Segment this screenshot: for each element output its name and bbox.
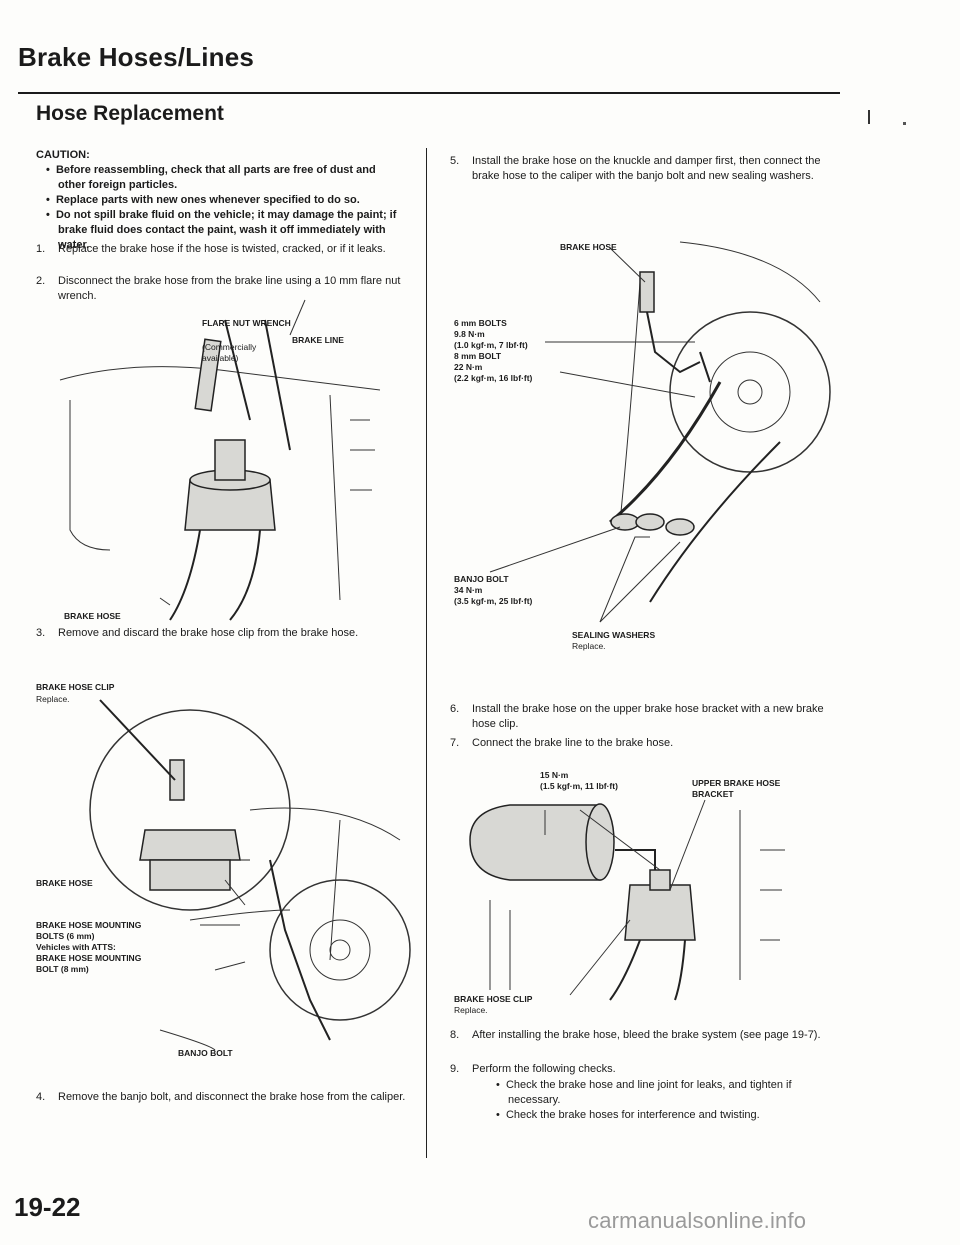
label-torque-15: 15 N·m (1.5 kgf·m, 11 lbf·ft): [540, 770, 618, 791]
step-text: Install the brake hose on the upper brak…: [472, 703, 824, 730]
caution-item: • Before reassembling, check that all pa…: [46, 164, 376, 191]
label-brake-hose-clip-2: BRAKE HOSE CLIP Replace.: [454, 994, 533, 1015]
step-number: 3.: [36, 627, 46, 639]
step-number: 8.: [450, 1029, 460, 1041]
watermark: carmanualsonline.info: [588, 1208, 807, 1233]
step-2: 2. Disconnect the brake hose from the br…: [36, 274, 406, 304]
label-commercially-available: (Commercially available): [202, 342, 257, 363]
checks-list: • Check the brake hose and line joint fo…: [486, 1078, 828, 1123]
label-6mm-bolts: 6 mm BOLTS 9.8 N·m (1.0 kgf·m, 7 lbf·ft)…: [454, 318, 533, 383]
step-number: 4.: [36, 1091, 46, 1103]
label-sealing-washers: SEALING WASHERS Replace.: [572, 630, 656, 651]
step-number: 2.: [36, 275, 46, 287]
check-item: • Check the brake hoses for interference…: [496, 1109, 760, 1121]
step-8: 8. After installing the brake hose, blee…: [450, 1028, 830, 1043]
label-brake-line: BRAKE LINE: [292, 335, 344, 345]
step-text: After installing the brake hose, bleed t…: [472, 1029, 821, 1041]
title-rule: [18, 92, 840, 94]
page-number: 19-22: [14, 1192, 81, 1222]
step-number: 9.: [450, 1063, 460, 1075]
step-4: 4. Remove the banjo bolt, and disconnect…: [36, 1090, 406, 1105]
step-text: Connect the brake line to the brake hose…: [472, 737, 674, 749]
section-title: Hose Replacement: [36, 102, 224, 125]
step-number: 1.: [36, 243, 46, 255]
step-9: 9. Perform the following checks.: [450, 1062, 830, 1077]
step-text: Replace the brake hose if the hose is tw…: [58, 243, 386, 255]
figure-upper-bracket: [469, 799, 785, 1001]
check-item: • Check the brake hose and line joint fo…: [496, 1079, 792, 1106]
label-brake-hose-1: BRAKE HOSE: [64, 611, 121, 621]
step-number: 7.: [450, 737, 460, 749]
step-text: Remove and discard the brake hose clip f…: [58, 627, 359, 639]
page-title: Brake Hoses/Lines: [18, 42, 255, 72]
label-brake-hose-2: BRAKE HOSE: [36, 878, 93, 888]
figure-flare-nut-wrench: [59, 299, 381, 621]
label-banjo-bolt-2: BANJO BOLT 34 N·m (3.5 kgf·m, 25 lbf·ft): [454, 574, 533, 606]
step-3: 3. Remove and discard the brake hose cli…: [36, 626, 406, 641]
step-text: Install the brake hose on the knuckle an…: [472, 155, 821, 182]
margin-mark: [868, 110, 870, 124]
label-mounting-bolts: BRAKE HOSE MOUNTING BOLTS (6 mm) Vehicle…: [36, 920, 142, 974]
figure-hose-clip-removal: [89, 699, 411, 1051]
step-text: Remove the banjo bolt, and disconnect th…: [58, 1091, 406, 1103]
caution-item: • Do not spill brake fluid on the vehicl…: [46, 209, 397, 251]
step-5: 5. Install the brake hose on the knuckle…: [450, 154, 830, 184]
step-text: Disconnect the brake hose from the brake…: [58, 275, 401, 302]
step-6: 6. Install the brake hose on the upper b…: [450, 702, 830, 732]
figure-brake-hose-install: [489, 241, 831, 623]
label-upper-bracket: UPPER BRAKE HOSE BRACKET: [692, 778, 781, 799]
step-7: 7. Connect the brake line to the brake h…: [450, 736, 830, 751]
step-number: 6.: [450, 703, 460, 715]
column-divider: [426, 148, 427, 1158]
caution-heading: CAUTION:: [36, 149, 90, 161]
label-replace: Replace.: [36, 694, 70, 704]
step-1: 1. Replace the brake hose if the hose is…: [36, 242, 406, 257]
margin-dot: [903, 122, 906, 125]
caution-item: • Replace parts with new ones whenever s…: [46, 194, 360, 206]
step-number: 5.: [450, 155, 460, 167]
label-brake-hose-clip: BRAKE HOSE CLIP: [36, 682, 115, 692]
label-brake-hose-3: BRAKE HOSE: [560, 242, 617, 252]
label-banjo-bolt-1: BANJO BOLT: [178, 1048, 233, 1058]
caution-block: CAUTION: • Before reassembling, check th…: [36, 148, 406, 253]
step-text: Perform the following checks.: [472, 1063, 616, 1075]
label-flare-nut-wrench: FLARE NUT WRENCH: [202, 318, 291, 328]
